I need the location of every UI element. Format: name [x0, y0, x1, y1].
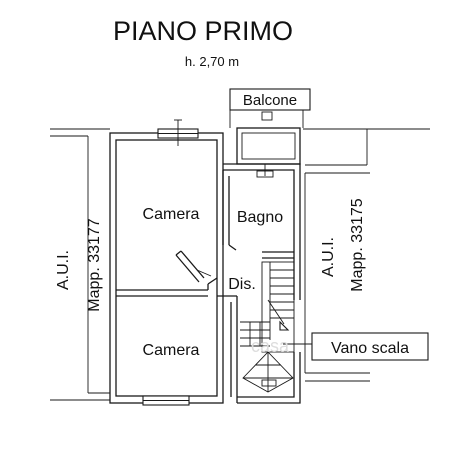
right-neighbor-aui: A.U.I.	[320, 237, 337, 277]
staircase	[240, 261, 295, 393]
camera-partition	[116, 250, 218, 297]
room-label-bagno: Bagno	[237, 209, 283, 226]
right-neighbor-lines	[303, 128, 430, 382]
corridor-walls	[217, 295, 238, 403]
left-neighbor-lines	[50, 128, 110, 401]
plan-title: PIANO PRIMO	[113, 16, 293, 46]
left-neighbor-aui: A.U.I.	[55, 250, 72, 290]
room-label-camera-bottom: Camera	[143, 342, 200, 359]
bottom-window	[142, 395, 190, 406]
ceiling-height: h. 2,70 m	[185, 54, 239, 69]
stair-label-box	[311, 332, 429, 361]
room-label-camera-top: Camera	[143, 206, 200, 223]
bathroom-walls	[222, 164, 294, 259]
room-label-dis: Dis.	[228, 276, 256, 293]
balcony-label: Balcone	[243, 92, 297, 109]
outer-walls	[109, 132, 301, 404]
top-window	[157, 119, 199, 146]
balcony: Balcone	[229, 88, 311, 165]
stair-arrow	[279, 320, 290, 331]
stair-label: Vano scala	[283, 332, 429, 361]
watermark: casa	[251, 336, 290, 356]
left-neighbor-mapp: Mapp. 33177	[86, 218, 103, 312]
balcony-label-box	[229, 88, 311, 111]
stair-label-text: Vano scala	[331, 340, 409, 357]
right-neighbor-mapp: Mapp. 33175	[349, 198, 366, 292]
